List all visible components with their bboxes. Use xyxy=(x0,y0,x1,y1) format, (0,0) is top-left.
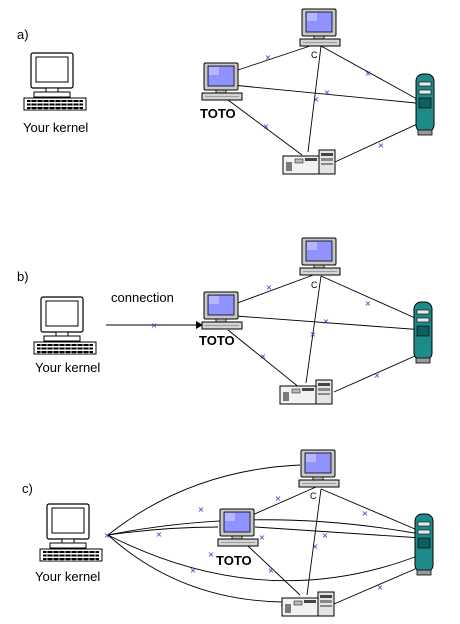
network-links-b xyxy=(227,273,425,393)
panel-label-c: c) xyxy=(22,481,33,496)
cross-marker-icon: × xyxy=(198,505,205,514)
tower-server-icon xyxy=(415,73,435,136)
cross-marker-icon: × xyxy=(266,283,273,292)
cross-marker-icon: × xyxy=(377,583,384,592)
tower-server-icon xyxy=(413,301,433,364)
cross-marker-icon: × xyxy=(323,317,330,326)
c-label-a: C xyxy=(311,50,318,60)
cross-marker-icon: × xyxy=(104,531,111,540)
panel-b: b) Your kernel connection × × × × × × × … xyxy=(17,237,433,405)
toto-label-b: TOTO xyxy=(199,333,235,348)
monitor-icon xyxy=(201,291,243,330)
connection-label: connection xyxy=(111,290,174,305)
cross-marker-icon: × xyxy=(208,550,215,559)
arrow-head-icon xyxy=(196,321,203,329)
cross-marker-icon: × xyxy=(378,141,385,150)
monitor-icon xyxy=(299,237,341,276)
panel-c: c) Your kernel × × × × × × × × × xyxy=(22,449,434,617)
desktop-computer-icon xyxy=(39,503,103,562)
kernel-label-b: Your kernel xyxy=(35,360,100,375)
monitor-icon xyxy=(299,8,341,47)
monitor-icon xyxy=(298,449,340,488)
c-label-b: C xyxy=(311,280,318,290)
c-label-c: C xyxy=(310,491,317,501)
monitor-icon xyxy=(201,62,243,101)
desktop-box-icon xyxy=(281,591,335,617)
cross-marker-icon: × xyxy=(322,531,329,540)
cross-marker-icon: × xyxy=(374,371,381,380)
kernel-links-c xyxy=(107,464,421,603)
kernel-label-c: Your kernel xyxy=(35,569,100,584)
kernel-label-a: Your kernel xyxy=(23,120,88,135)
toto-label-c: TOTO xyxy=(216,553,252,568)
cross-marker-icon: × xyxy=(263,122,270,131)
panel-label-b: b) xyxy=(17,269,29,284)
cross-marker-icon: × xyxy=(190,566,197,575)
cross-marker-icon: × xyxy=(156,530,163,539)
cross-marker-icon: × xyxy=(365,299,372,308)
desktop-box-icon xyxy=(279,379,333,405)
cross-marker-icon: × xyxy=(324,88,331,97)
cross-marker-icon: × xyxy=(151,321,158,330)
monitor-icon xyxy=(217,508,259,547)
panel-label-a: a) xyxy=(17,27,29,42)
cross-marker-icon: × xyxy=(260,352,267,361)
cross-markers-a: × × × × × × × × × × xyxy=(220,28,421,165)
cross-marker-icon: × xyxy=(259,533,266,542)
cross-marker-icon: × xyxy=(275,494,282,503)
cross-markers-b: × × × × × × × × × × xyxy=(151,257,422,380)
cross-marker-icon: × xyxy=(362,509,369,518)
network-links-c xyxy=(247,486,423,605)
cross-marker-icon: × xyxy=(310,330,317,339)
cross-marker-icon: × xyxy=(268,566,275,575)
cross-marker-icon: × xyxy=(365,69,372,78)
desktop-computer-icon xyxy=(23,52,87,111)
toto-label-a: TOTO xyxy=(200,106,236,121)
cross-marker-icon: × xyxy=(312,542,319,551)
panel-a: a) Your kernel × × × × × × × × × × C TOT… xyxy=(17,8,435,175)
cross-marker-icon: × xyxy=(265,53,272,62)
desktop-box-icon xyxy=(282,149,336,175)
tower-server-icon xyxy=(414,513,434,576)
desktop-computer-icon xyxy=(33,296,97,355)
cross-marker-icon: × xyxy=(313,95,320,104)
network-links-a xyxy=(227,43,427,163)
